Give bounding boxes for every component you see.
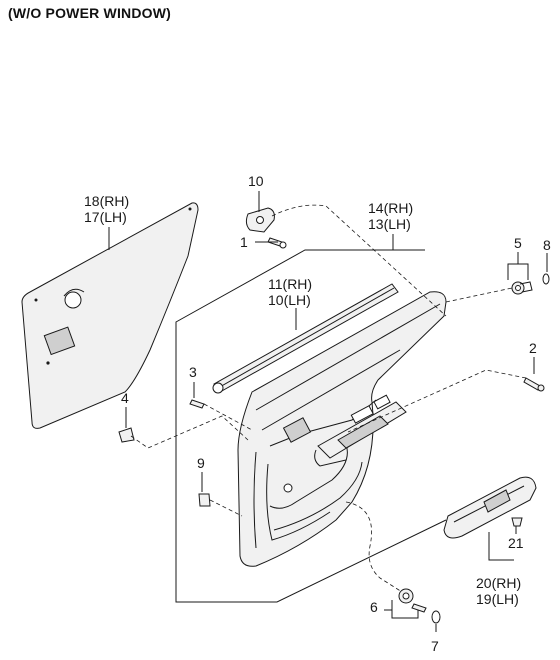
leader-lines: [108, 191, 548, 632]
separator-sheet-part: [21, 202, 199, 429]
dashed-assembly-lines: [130, 204, 527, 593]
weatherstrip-part: [212, 283, 399, 394]
callout-19-lh: 19(LH): [476, 591, 519, 607]
callout-9: 9: [197, 455, 205, 471]
callout-17-lh: 17(LH): [84, 209, 127, 225]
diagram-title: (W/O POWER WINDOW): [8, 5, 172, 21]
callout-6: 6: [370, 599, 378, 615]
callout-13-lh: 13(LH): [368, 216, 411, 232]
callout-labels: 10 1 18(RH) 17(LH) 14(RH) 13(LH) 11(RH) …: [84, 173, 551, 654]
callout-4: 4: [121, 390, 129, 406]
pull-handle-part: [443, 476, 537, 539]
callout-1: 1: [240, 234, 248, 250]
callout-10: 10: [248, 173, 264, 189]
callout-18-rh: 18(RH): [84, 193, 129, 209]
door-trim-panel-part: [237, 291, 447, 567]
callout-7: 7: [431, 638, 439, 654]
callout-20-rh: 20(RH): [476, 575, 521, 591]
callout-14-rh: 14(RH): [368, 200, 413, 216]
callout-3: 3: [189, 364, 197, 380]
assembly-outline: [175, 249, 447, 603]
callout-10-lh: 10(LH): [268, 292, 311, 308]
callout-11-rh: 11(RH): [268, 276, 312, 292]
callout-21: 21: [508, 535, 524, 551]
callout-8: 8: [543, 237, 551, 253]
callout-2: 2: [529, 340, 537, 356]
callout-5: 5: [514, 235, 522, 251]
